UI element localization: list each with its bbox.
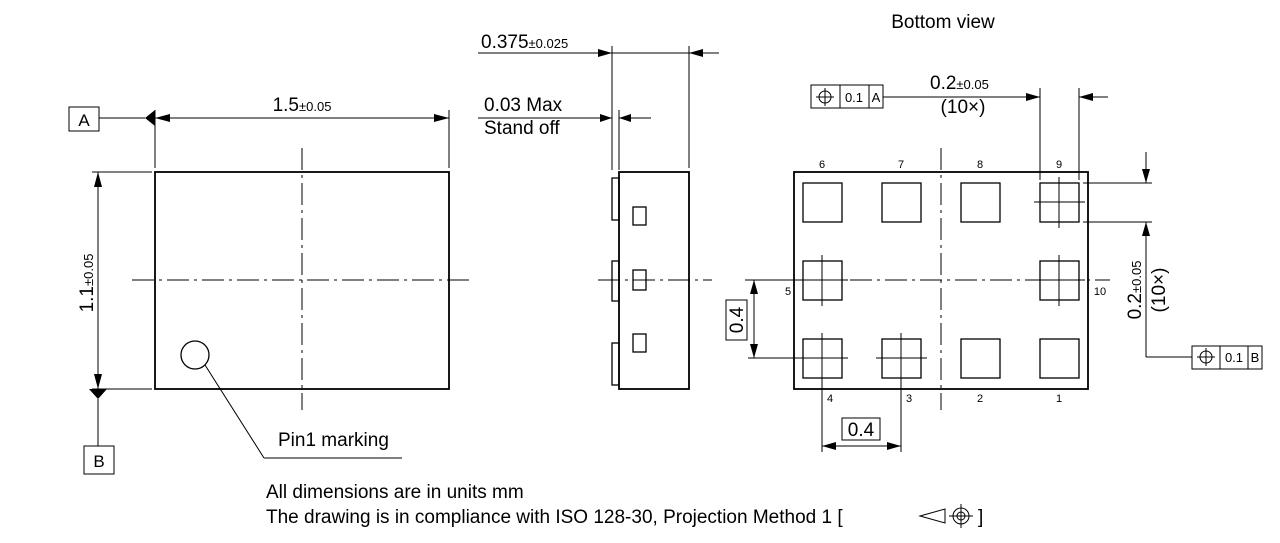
side-terminal-mid <box>611 260 620 302</box>
width-dimension: 1.5±0.05 <box>154 95 450 168</box>
side-pad-top <box>632 206 647 226</box>
datum-a: A <box>68 106 155 132</box>
pitch-vertical-dimension: 0.4 <box>725 279 800 359</box>
height-dimension: 1.1±0.05 <box>77 171 152 390</box>
pin-number-7: 7 <box>898 159 904 171</box>
tolerance-frame-b: 0.1 B <box>1146 345 1263 370</box>
pitch-horizontal-dimension: 0.4 <box>821 378 902 452</box>
pin-number-6: 6 <box>819 159 825 171</box>
position-icon-b <box>1197 348 1215 366</box>
tolerance-b-datum: B <box>1251 350 1260 365</box>
side-terminal-top <box>611 177 620 221</box>
pin-number-9: 9 <box>1056 159 1062 171</box>
bottom-view: Bottom view 6 7 8 9 <box>725 12 1263 452</box>
thickness-dim-tolerance: ±0.025 <box>529 36 569 51</box>
tolerance-b-value: 0.1 <box>1225 350 1243 365</box>
svg-text:0.2±0.05: 0.2±0.05 <box>930 73 989 94</box>
side-view: 0.375±0.025 0.03 Max Stand off <box>478 32 719 390</box>
side-terminal-bottom <box>611 342 620 386</box>
pin-number-8: 8 <box>977 159 983 171</box>
pad-7 <box>881 182 922 223</box>
projection-symbol-icon <box>918 504 973 528</box>
pad-1 <box>1039 338 1080 379</box>
svg-text:0.2±0.05: 0.2±0.05 <box>1125 261 1146 320</box>
tolerance-a-datum: A <box>872 90 881 105</box>
pin1-marking-circle <box>180 340 210 370</box>
datum-b: B <box>83 389 115 475</box>
pad-height-count: (10×) <box>1149 268 1170 313</box>
pin-number-10: 10 <box>1094 286 1106 298</box>
datum-b-triangle <box>89 389 107 399</box>
pitch-vertical-value: 0.4 <box>727 306 748 333</box>
thickness-dimension: 0.375±0.025 <box>478 32 719 170</box>
note-iso: The drawing is in compliance with ISO 12… <box>266 507 843 528</box>
pad-width-value: 0.2 <box>930 73 956 94</box>
width-dim-tolerance: ±0.05 <box>299 99 331 114</box>
pin-number-5: 5 <box>785 286 791 298</box>
pin-number-1: 1 <box>1056 393 1062 405</box>
height-dim-value: 1.1 <box>77 286 98 312</box>
bottom-view-title: Bottom view <box>891 12 995 33</box>
note-iso-end: ] <box>978 507 983 528</box>
datum-a-triangle <box>145 110 155 126</box>
position-icon-a <box>816 88 834 106</box>
width-dim-value: 1.5 <box>273 95 299 116</box>
pad-2 <box>960 338 1001 379</box>
pin-number-2: 2 <box>977 393 983 405</box>
top-view: 1.5±0.05 A 1.1±0.05 B <box>68 95 472 475</box>
side-pad-bottom <box>632 333 647 353</box>
tolerance-frame-a: 0.1 A <box>810 84 884 109</box>
svg-text:1.1±0.05: 1.1±0.05 <box>77 254 98 313</box>
datum-b-label: B <box>93 452 104 471</box>
pad-6 <box>802 182 843 223</box>
pitch-horizontal-value: 0.4 <box>848 420 875 441</box>
thickness-dim-value: 0.375 <box>481 32 529 53</box>
svg-text:1.5±0.05: 1.5±0.05 <box>273 95 332 116</box>
standoff-label: Stand off <box>484 118 560 139</box>
note-units: All dimensions are in units mm <box>266 482 524 503</box>
pad-8 <box>960 182 1001 223</box>
pad-height-value: 0.2 <box>1125 293 1146 319</box>
pad-width-count: (10×) <box>941 97 986 118</box>
pad-height-dimension: 0.2±0.05 (10×) <box>1083 152 1170 357</box>
notes: All dimensions are in units mm The drawi… <box>266 482 983 528</box>
pin1-label: Pin1 marking <box>278 430 389 451</box>
standoff-value: 0.03 Max <box>484 95 563 116</box>
pin-number-3: 3 <box>906 393 912 405</box>
pin-number-4: 4 <box>827 393 833 405</box>
pad-height-tolerance: ±0.05 <box>1129 261 1144 293</box>
tolerance-a-value: 0.1 <box>845 90 863 105</box>
pad-width-tolerance: ±0.05 <box>956 77 988 92</box>
standoff-dimension: 0.03 Max Stand off <box>478 95 651 170</box>
svg-text:0.375±0.025: 0.375±0.025 <box>481 32 568 53</box>
pin1-leader: Pin1 marking <box>204 364 402 459</box>
pad-width-dimension: 0.2±0.05 (10×) <box>883 73 1108 180</box>
datum-a-label: A <box>78 111 90 130</box>
height-dim-tolerance: ±0.05 <box>81 254 96 286</box>
pad-crosshairs <box>797 177 1085 384</box>
